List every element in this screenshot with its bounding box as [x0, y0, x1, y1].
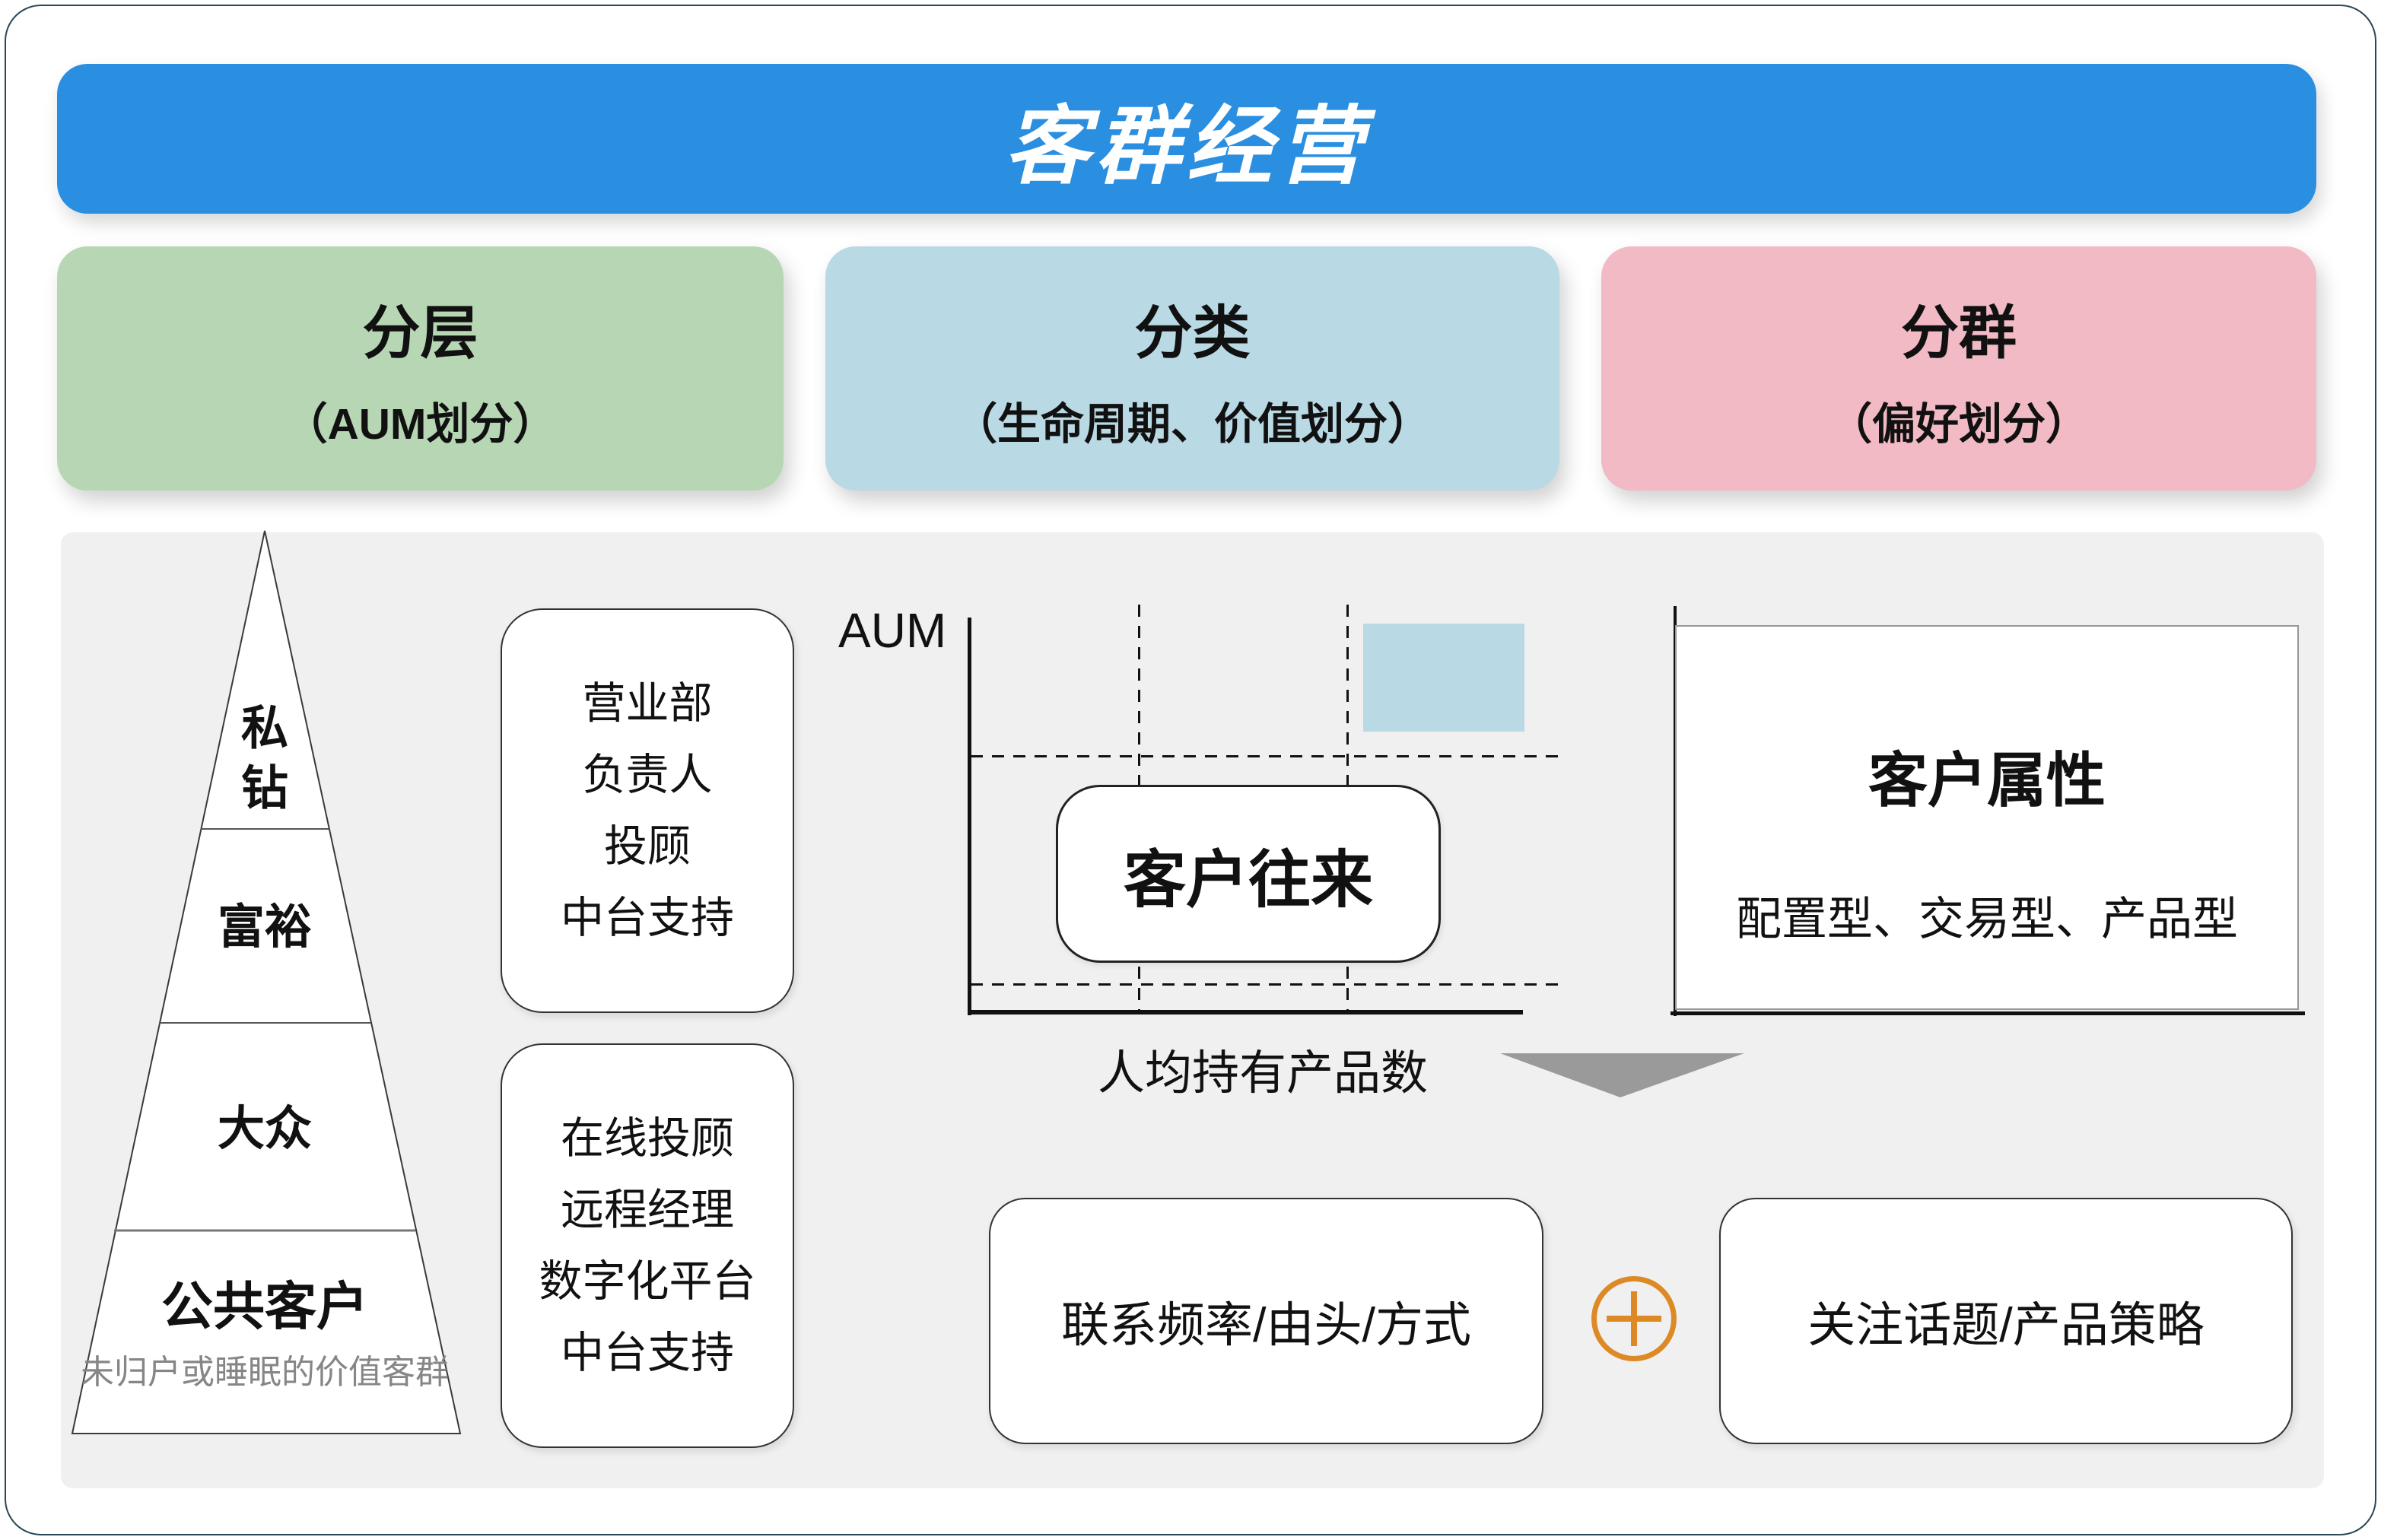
- topic-strategy-box: 关注话题/产品策略: [1719, 1198, 2293, 1444]
- down-arrow-icon: [1500, 1053, 1744, 1097]
- pyramid-level-label: 富裕: [217, 901, 313, 954]
- service-box-line: 中台支持: [561, 894, 734, 942]
- pyramid-level-label: 私钻: [240, 702, 288, 815]
- attribute-box: 客户属性 配置型、交易型、产品型: [1675, 625, 2299, 1010]
- x-axis-line: [968, 1010, 1523, 1014]
- category-card-classification: 分类 （生命周期、价值划分）: [825, 246, 1559, 491]
- category-card-grouping: 分群 （偏好划分）: [1601, 246, 2316, 491]
- title-bar: 客群经营: [57, 64, 2316, 214]
- pyramid-note: 未归户或睡眠的价值客群: [81, 1354, 449, 1391]
- attribute-axis-horizontal-line: [1671, 1011, 2305, 1015]
- attribute-subtitle: 配置型、交易型、产品型: [1736, 894, 2238, 945]
- category-subtitle: （偏好划分）: [1829, 399, 2089, 449]
- service-box-branch: 营业部 负责人 投顾 中台支持: [501, 608, 794, 1013]
- category-card-layering: 分层 （AUM划分）: [57, 246, 784, 491]
- y-axis-line: [968, 618, 971, 1015]
- service-box-line: 远程经理: [561, 1186, 734, 1234]
- customer-relation-label: 客户往来: [1123, 845, 1373, 915]
- grid-horizontal-dashed-line: [971, 983, 1566, 986]
- contact-strategy-label: 联系频率/由头/方式: [1060, 1298, 1471, 1352]
- page-title: 客群经营: [1004, 98, 1369, 194]
- grid-horizontal-dashed-line: [971, 755, 1566, 757]
- y-axis-label: AUM: [838, 603, 947, 658]
- category-title: 分类: [1134, 300, 1251, 366]
- category-subtitle: （生命周期、价值划分）: [954, 399, 1431, 449]
- customer-relation-box: 客户往来: [1056, 785, 1441, 963]
- highlight-cell: [1363, 624, 1524, 732]
- pyramid-level-label: 公共客户: [161, 1278, 369, 1336]
- service-box-line: 负责人: [582, 751, 713, 799]
- pyramid-shape: [71, 530, 462, 1434]
- category-title: 分群: [1901, 300, 2017, 366]
- category-subtitle: （AUM划分）: [284, 399, 557, 449]
- content-panel: 私钻 富裕 大众 公共客户 未归户或睡眠的价值客群 营业部 负责人 投顾 中台支…: [61, 530, 2324, 1488]
- attribute-title: 客户属性: [1868, 747, 2106, 814]
- x-axis-label: 人均持有产品数: [1097, 1047, 1428, 1100]
- service-box-line: 在线投顾: [561, 1114, 734, 1163]
- service-box-line: 投顾: [604, 822, 691, 871]
- pyramid-outline: [71, 530, 462, 1434]
- topic-strategy-label: 关注话题/产品策略: [1807, 1298, 2205, 1352]
- plus-icon: [1591, 1276, 1677, 1361]
- category-title: 分层: [362, 300, 478, 366]
- service-box-line: 营业部: [582, 679, 713, 728]
- service-box-line: 中台支持: [561, 1329, 734, 1377]
- service-box-line: 数字化平台: [539, 1257, 756, 1306]
- pyramid-level-label: 大众: [217, 1103, 313, 1155]
- contact-strategy-box: 联系频率/由头/方式: [989, 1198, 1543, 1444]
- down-arrow-shape: [1500, 1053, 1744, 1097]
- service-box-online: 在线投顾 远程经理 数字化平台 中台支持: [501, 1043, 794, 1448]
